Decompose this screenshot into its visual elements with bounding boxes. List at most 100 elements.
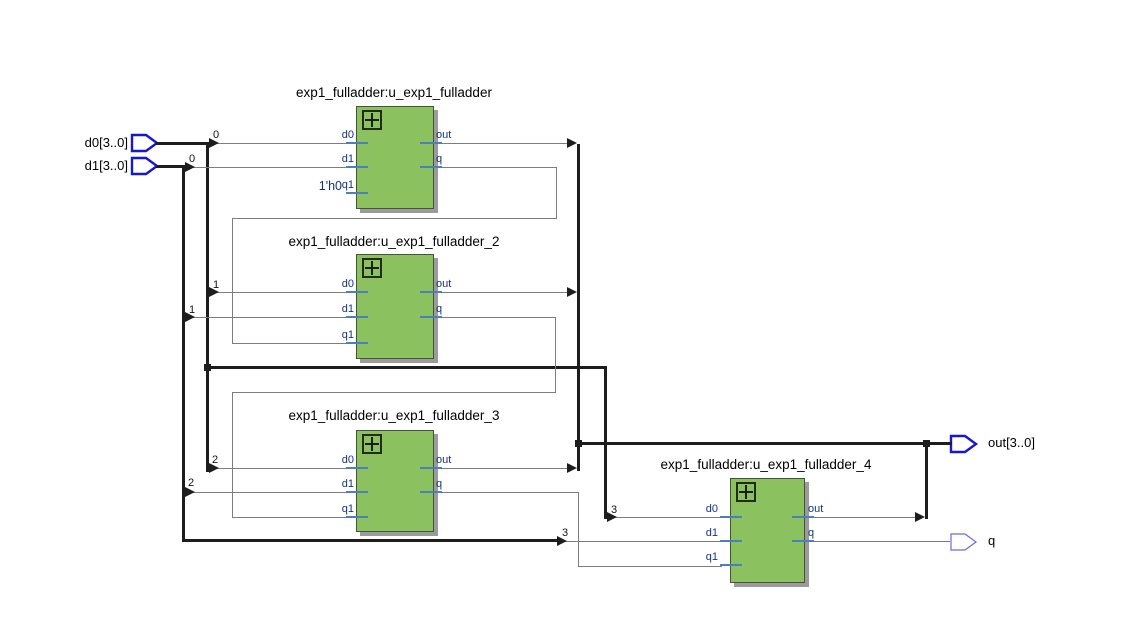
expand-plus-icon[interactable] xyxy=(736,482,756,502)
wire-d1-tap2 xyxy=(185,492,348,493)
input-pin-d1[interactable] xyxy=(130,156,160,176)
constant-value: 1'h0 xyxy=(318,179,342,193)
wire-d0-tap2 xyxy=(209,468,348,469)
wire-d0-tap0 xyxy=(209,143,348,144)
tap-arrow-icon xyxy=(209,138,219,148)
wire-d0-bus-v xyxy=(206,142,209,472)
port-label-q: q xyxy=(436,478,443,490)
instance-title-4: exp1_fulladder:u_exp1_fulladder_4 xyxy=(660,457,872,472)
wire-d0-branch-h xyxy=(206,366,607,369)
wire-d0-tap1 xyxy=(209,292,348,293)
bus-join-arrow-icon xyxy=(567,287,577,297)
port-label-q1: q1 xyxy=(341,503,354,515)
wire-q1-seg-d xyxy=(232,218,233,344)
port-label-out: out xyxy=(436,278,452,290)
wire-out2-join xyxy=(442,292,567,293)
instance-block-u_exp1_fulladder_4[interactable] xyxy=(730,478,805,583)
wire-d0-tap3 xyxy=(607,517,722,518)
wire-q1-seg-e xyxy=(232,343,348,344)
instance-title-3: exp1_fulladder:u_exp1_fulladder_3 xyxy=(288,408,500,423)
port-label-d0: d0 xyxy=(341,129,354,141)
wire-q2-seg-b xyxy=(555,317,556,393)
output-pin-q[interactable] xyxy=(949,532,979,552)
tap-arrow-icon xyxy=(185,487,195,497)
wire-out-bus-h xyxy=(577,442,952,445)
port-stub xyxy=(420,291,442,293)
wire-out1-join xyxy=(442,143,567,144)
port-label-d0: d0 xyxy=(341,278,354,290)
wire-q2-seg-c xyxy=(232,392,556,393)
port-stub xyxy=(792,540,814,542)
port-stub xyxy=(346,342,368,344)
instance-block-u_exp1_fulladder_3[interactable] xyxy=(356,430,434,532)
port-label-out: out xyxy=(808,503,824,515)
port-stub xyxy=(420,467,442,469)
expand-plus-icon[interactable] xyxy=(362,110,382,130)
wire-q3-seg-a xyxy=(442,492,579,493)
port-label-q: q xyxy=(436,153,443,165)
wire-out4-join xyxy=(814,517,915,518)
wire-q3-seg-b xyxy=(578,492,579,567)
wire-q2-seg-e xyxy=(232,517,348,518)
input-pin-d0[interactable] xyxy=(130,133,160,153)
wire-d0-pin-h xyxy=(156,142,209,145)
tap-arrow-icon xyxy=(185,312,195,322)
port-label-out: out xyxy=(436,129,452,141)
tap-index-label: 1 xyxy=(189,304,196,316)
port-label-d1: d1 xyxy=(341,303,354,315)
port-stub xyxy=(346,142,368,144)
port-stub xyxy=(346,467,368,469)
wire-d1-tap3 xyxy=(558,541,722,542)
output-pin-label-out: out[3..0] xyxy=(988,435,1035,450)
port-label-out: out xyxy=(436,454,452,466)
wire-out-branch-v xyxy=(925,442,928,519)
wire-q2-seg-a xyxy=(442,317,556,318)
port-label-d0: d0 xyxy=(705,503,718,515)
port-label-d1: d1 xyxy=(341,153,354,165)
port-stub xyxy=(346,491,368,493)
port-label-d1: d1 xyxy=(705,527,718,539)
port-stub xyxy=(720,540,742,542)
wire-d1-tap1 xyxy=(185,317,348,318)
port-stub xyxy=(720,516,742,518)
port-stub xyxy=(420,316,442,318)
tap-index-label: 0 xyxy=(189,153,196,165)
wire-q1-seg-c xyxy=(232,218,557,219)
input-pin-label-d0: d0[3..0] xyxy=(84,135,128,150)
tap-arrow-icon xyxy=(185,162,195,172)
port-stub xyxy=(346,316,368,318)
tap-arrow-icon xyxy=(557,536,567,546)
instance-block-u_exp1_fulladder[interactable] xyxy=(356,106,434,209)
expand-plus-icon[interactable] xyxy=(362,258,382,278)
expand-plus-icon[interactable] xyxy=(362,434,382,454)
port-stub xyxy=(720,564,742,566)
wire-q2-seg-d xyxy=(232,392,233,518)
port-label-d1: d1 xyxy=(341,478,354,490)
tap-index-label: 3 xyxy=(562,527,569,539)
wire-d1-branch-h xyxy=(182,539,558,542)
port-stub xyxy=(346,166,368,168)
junction-dot xyxy=(923,440,930,447)
wire-out-bus-v xyxy=(577,144,580,471)
bus-join-arrow-icon xyxy=(567,138,577,148)
port-stub xyxy=(346,192,368,194)
port-stub xyxy=(792,516,814,518)
port-stub xyxy=(420,142,442,144)
tap-index-label: 1 xyxy=(213,279,220,291)
tap-arrow-icon xyxy=(607,512,617,522)
tap-index-label: 3 xyxy=(611,504,618,516)
port-label-q1: q1 xyxy=(705,551,718,563)
wire-d1-bus-v xyxy=(182,165,185,542)
input-pin-label-d1: d1[3..0] xyxy=(84,158,128,173)
port-stub xyxy=(346,516,368,518)
tap-index-label: 2 xyxy=(188,477,195,489)
instance-block-u_exp1_fulladder_2[interactable] xyxy=(356,254,434,359)
tap-index-label: 2 xyxy=(212,454,219,466)
wire-q4-to-pin xyxy=(814,541,950,542)
output-pin-out[interactable] xyxy=(949,434,979,454)
port-label-q1: q1 xyxy=(341,329,354,341)
wire-q1-seg-a xyxy=(442,167,557,168)
bus-join-arrow-icon xyxy=(915,512,925,522)
port-label-q: q xyxy=(436,303,443,315)
tap-arrow-icon xyxy=(209,287,219,297)
